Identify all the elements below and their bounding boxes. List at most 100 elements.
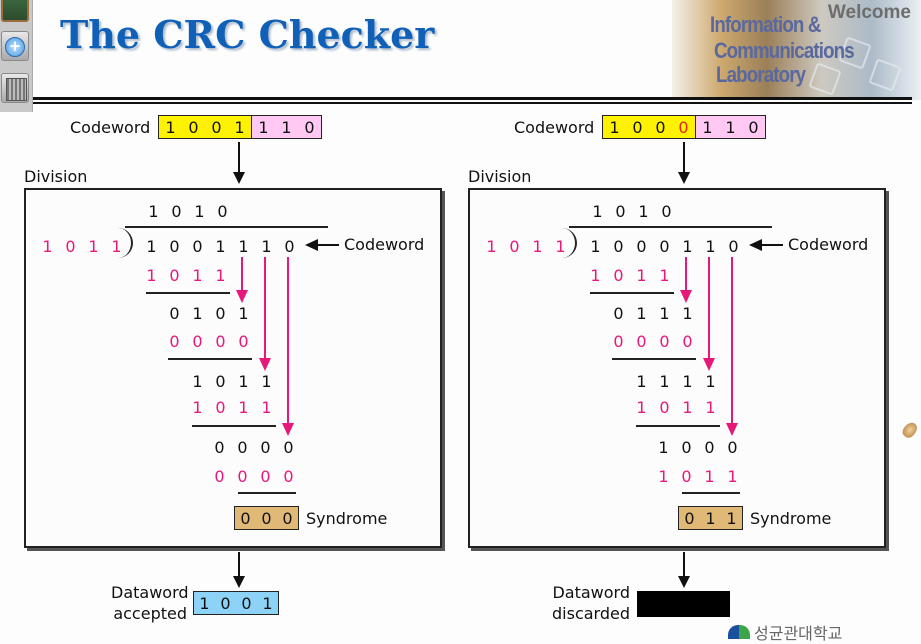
bring-down-arrow-icon bbox=[259, 257, 271, 371]
left-arrow-icon bbox=[305, 239, 339, 251]
title-rule bbox=[672, 102, 912, 104]
division-bar bbox=[125, 226, 328, 228]
codeword-label: Codeword bbox=[514, 118, 595, 137]
result-label: Dataword bbox=[111, 583, 189, 602]
down-arrow-icon bbox=[233, 142, 245, 184]
left-arrow-icon bbox=[749, 239, 783, 251]
bit: 0 bbox=[304, 117, 315, 137]
codeword-box: 1 0 0 0 1 1 0 bbox=[602, 115, 766, 139]
bit: 1 bbox=[725, 117, 736, 137]
logo-mark-icon bbox=[728, 625, 750, 639]
side-toolbar: + bbox=[0, 0, 33, 112]
step-rule bbox=[590, 292, 674, 294]
zoom-in-icon: + bbox=[5, 37, 25, 57]
title-rule bbox=[33, 97, 673, 100]
division-bar bbox=[569, 226, 772, 228]
title-rule bbox=[672, 97, 912, 100]
bring-down-arrow-icon bbox=[703, 257, 715, 371]
step-rule bbox=[238, 492, 296, 494]
step-rule bbox=[192, 425, 276, 427]
page-title: The CRC Checker bbox=[60, 12, 435, 57]
error-bit: 0 bbox=[678, 117, 689, 137]
division-panel bbox=[24, 188, 442, 548]
dividend-label: Codeword bbox=[788, 235, 869, 254]
bit: 1 bbox=[165, 117, 176, 137]
trash-icon bbox=[6, 78, 27, 101]
division-bracket bbox=[561, 228, 577, 258]
university-logo: 성균관대학교 bbox=[728, 620, 842, 644]
bit: 1 bbox=[234, 117, 245, 137]
step-rule bbox=[168, 358, 252, 360]
step-rule bbox=[682, 492, 740, 494]
bit: 0 bbox=[655, 117, 666, 137]
bit: 0 bbox=[211, 117, 222, 137]
division-label: Division bbox=[24, 167, 88, 186]
down-arrow-icon bbox=[678, 142, 690, 184]
syndrome-label: Syndrome bbox=[306, 509, 388, 528]
codeword-data-bits: 1 0 0 1 bbox=[159, 116, 251, 138]
trash-button[interactable] bbox=[1, 73, 29, 103]
division-panel bbox=[468, 188, 886, 548]
syndrome-label: Syndrome bbox=[750, 509, 832, 528]
result-label: discarded bbox=[552, 604, 630, 623]
lab-banner: Welcome Information & Communications Lab… bbox=[672, 0, 921, 100]
bring-down-arrow-icon bbox=[282, 257, 294, 436]
bit: 1 bbox=[258, 117, 269, 137]
down-arrow-icon bbox=[678, 552, 690, 588]
result-label: accepted bbox=[113, 604, 187, 623]
division-label: Division bbox=[468, 167, 532, 186]
banner-line-2: Communications bbox=[714, 38, 855, 63]
logo-text: 성균관대학교 bbox=[754, 624, 843, 643]
bring-down-arrow-icon bbox=[680, 257, 692, 303]
bring-down-arrow-icon bbox=[236, 257, 248, 303]
banner-line-1: Information & bbox=[710, 12, 821, 37]
bit: 0 bbox=[188, 117, 199, 137]
welcome-text: Welcome bbox=[827, 2, 911, 23]
keyboard-key-decoration bbox=[808, 62, 842, 96]
codeword-check-bits: 1 1 0 bbox=[251, 116, 321, 138]
bit: 0 bbox=[632, 117, 643, 137]
bring-down-arrow-icon bbox=[726, 257, 738, 436]
result-label: Dataword bbox=[552, 583, 630, 602]
codeword-check-bits: 1 1 0 bbox=[695, 116, 765, 138]
discarded-dataword-box bbox=[637, 591, 730, 617]
step-rule bbox=[612, 358, 696, 360]
zoom-in-button[interactable]: + bbox=[1, 31, 29, 61]
banner-line-3: Laboratory bbox=[716, 62, 806, 87]
bit: 1 bbox=[609, 117, 620, 137]
keyboard-key-decoration bbox=[868, 58, 902, 92]
pen-cursor-icon bbox=[900, 420, 920, 440]
codeword-label: Codeword bbox=[70, 118, 151, 137]
step-rule bbox=[636, 425, 720, 427]
bit: 1 bbox=[702, 117, 713, 137]
division-bracket bbox=[117, 228, 133, 258]
step-rule bbox=[146, 292, 230, 294]
dividend-label: Codeword bbox=[344, 235, 425, 254]
bit: 1 bbox=[281, 117, 292, 137]
down-arrow-icon bbox=[233, 552, 245, 588]
whiteboard-button[interactable] bbox=[1, 0, 29, 22]
title-rule bbox=[33, 102, 673, 104]
bit: 0 bbox=[748, 117, 759, 137]
